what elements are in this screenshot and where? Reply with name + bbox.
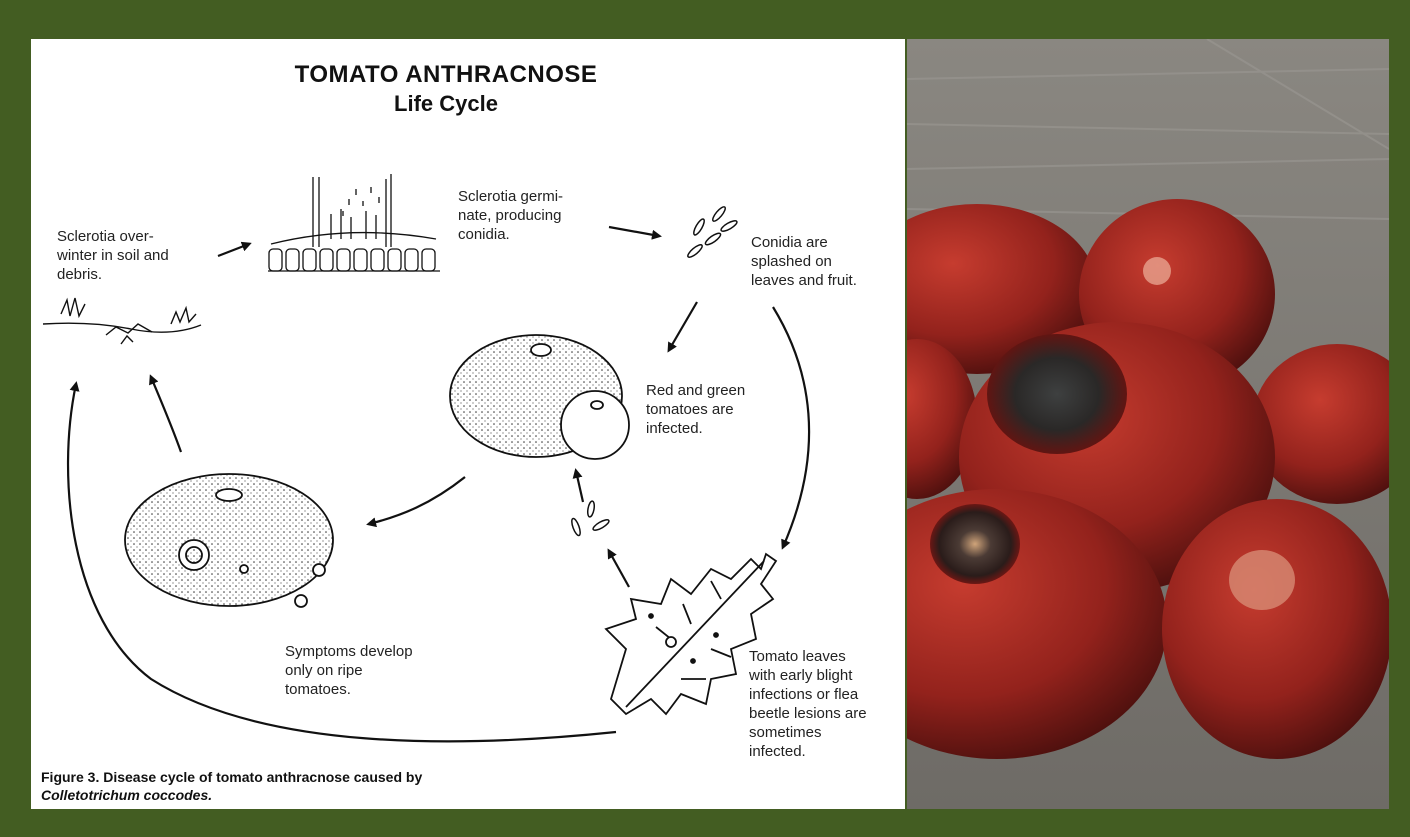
soil-debris-illustration <box>43 298 201 344</box>
ripe-tomato-illustration <box>125 474 333 607</box>
label-conidia-splashed: Conidia are splashed on leaves and fruit… <box>751 233 857 290</box>
caption-species: Colletotrichum coccodes. <box>41 787 212 803</box>
infected-tomatoes-photo <box>907 39 1389 809</box>
photo-rendering <box>907 39 1389 809</box>
germinating-sclerotia-illustration <box>268 174 440 271</box>
life-cycle-diagram: TOMATO ANTHRACNOSE Life Cycle <box>31 39 905 809</box>
figure-caption: Figure 3. Disease cycle of tomato anthra… <box>41 768 641 804</box>
label-tomatoes-infected: Red and green tomatoes are infected. <box>646 381 745 438</box>
caption-line-2: Colletotrichum coccodes. <box>41 786 641 804</box>
infected-tomatoes-illustration <box>450 335 629 459</box>
label-overwinter: Sclerotia over- winter in soil and debri… <box>57 227 169 284</box>
conidia-spores-lower <box>570 501 610 537</box>
label-germinate: Sclerotia germi- nate, producing conidia… <box>458 187 563 244</box>
label-leaves-infected: Tomato leaves with early blight infectio… <box>749 647 867 761</box>
conidia-spores-top <box>686 205 738 259</box>
caption-line-1: Figure 3. Disease cycle of tomato anthra… <box>41 768 641 786</box>
label-symptoms: Symptoms develop only on ripe tomatoes. <box>285 642 413 699</box>
